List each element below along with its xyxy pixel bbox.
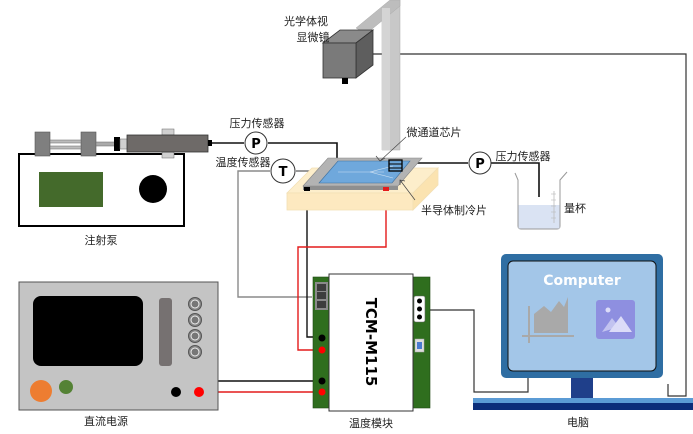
temperature-sensor-cable xyxy=(237,170,312,298)
microchannel-chip-label: 微通道芯片 xyxy=(407,125,462,139)
module-computer-cable xyxy=(421,309,529,393)
microscope-label-line1: 光学体视 xyxy=(284,14,328,28)
computer-label: 电脑 xyxy=(567,416,589,429)
screen-title: Computer xyxy=(543,273,621,289)
peltier-label: 半导体制冷片 xyxy=(421,203,487,217)
temperature-module: TCM-M115 xyxy=(312,273,431,412)
syringe-barrel xyxy=(126,134,209,153)
dc-power-label: 直流电源 xyxy=(84,414,128,428)
power-slider[interactable] xyxy=(159,298,172,366)
pressure-sensor-inlet-label: 压力传感器 xyxy=(230,117,285,130)
microscope-stand xyxy=(355,0,401,151)
chart-app-icon[interactable] xyxy=(522,297,574,343)
microscope-label-line2: 显微镜 xyxy=(297,30,330,44)
module-model-label: TCM-M115 xyxy=(362,298,380,387)
power-buttons xyxy=(188,297,202,359)
outlet-tube-to-beaker xyxy=(491,162,540,197)
pressure-sensor-outlet: P xyxy=(468,151,492,175)
image-app-icon[interactable] xyxy=(596,300,635,339)
pressure-sensor-inlet: P xyxy=(244,131,268,155)
temperature-symbol: T xyxy=(279,165,288,180)
beaker-label: 量杯 xyxy=(564,201,586,215)
chip-callout-line xyxy=(379,136,407,162)
negative-terminal xyxy=(171,387,181,397)
pressure-sensor-outlet-label: 压力传感器 xyxy=(496,150,551,163)
pressure-symbol-inlet: P xyxy=(251,137,261,152)
pump-display xyxy=(39,172,103,207)
peltier-positive-wire xyxy=(297,190,387,351)
measuring-beaker xyxy=(514,171,568,230)
syringe-pump xyxy=(18,128,212,227)
temperature-sensor-label: 温度传感器 xyxy=(216,155,271,169)
microchannel-chip xyxy=(318,159,411,184)
pressure-symbol-outlet: P xyxy=(475,157,485,172)
peltier-callout-line xyxy=(399,179,416,201)
orange-knob[interactable] xyxy=(30,380,52,402)
green-knob[interactable] xyxy=(59,380,73,394)
temp-module-label: 温度模块 xyxy=(349,416,393,430)
positive-terminal xyxy=(194,387,204,397)
power-display xyxy=(33,296,143,366)
dc-power-supply xyxy=(18,281,219,411)
pump-knob[interactable] xyxy=(139,175,167,203)
monitor-stand xyxy=(473,378,693,410)
stereo-microscope xyxy=(321,29,375,84)
syringe-pump-label: 注射泵 xyxy=(85,233,118,247)
computer-monitor: Computer xyxy=(501,254,663,378)
microscope-computer-cable xyxy=(366,53,687,397)
